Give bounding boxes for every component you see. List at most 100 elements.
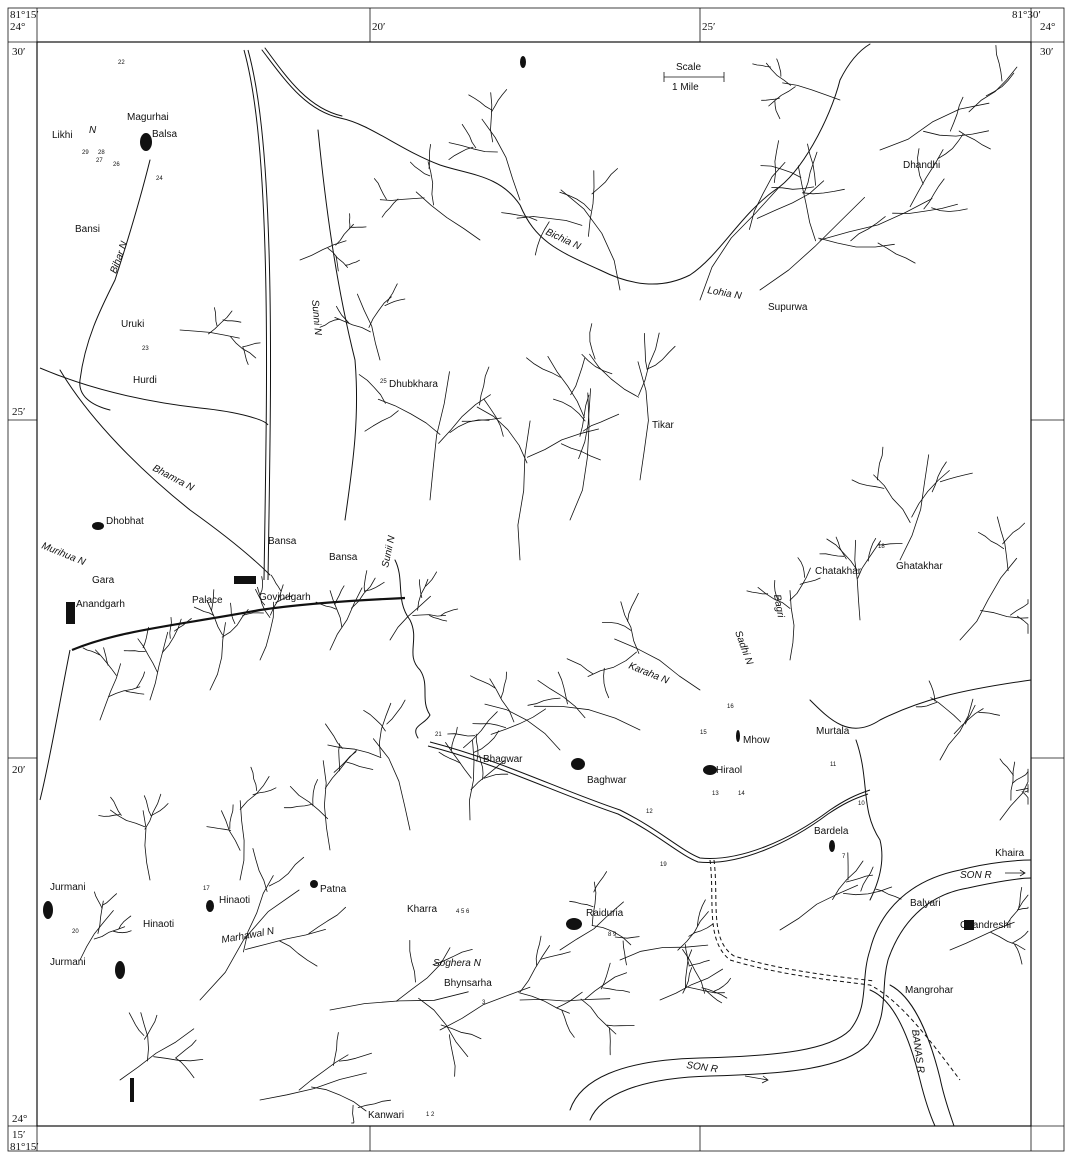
site-number-10: 10 xyxy=(858,801,865,807)
tributary-stream xyxy=(364,581,385,592)
tributary-stream xyxy=(230,336,257,359)
tributary-stream xyxy=(1012,771,1029,784)
site-marker-govindgarh xyxy=(234,576,256,584)
tributary-stream xyxy=(930,697,961,723)
frame-outer-border xyxy=(7,7,1065,1152)
tributary-stream xyxy=(588,170,595,237)
tributary-stream xyxy=(995,45,1003,82)
tributary-stream xyxy=(484,703,561,751)
tributary-stream xyxy=(614,638,701,691)
tributary-stream xyxy=(600,962,611,990)
tributary-stream xyxy=(620,601,640,654)
tributary-stream xyxy=(93,926,126,940)
tributary-stream xyxy=(646,345,676,370)
tributary-stream xyxy=(804,151,818,193)
site-marker-jurmani1 xyxy=(43,901,53,919)
tributary-stream xyxy=(395,947,451,1002)
site-number-23: 23 xyxy=(142,346,149,352)
tributary-stream xyxy=(999,768,1029,821)
tributary-stream xyxy=(697,899,706,926)
corner-tl-min: 30′ xyxy=(12,46,25,58)
tributary-stream xyxy=(386,699,406,725)
tributary-stream xyxy=(470,760,505,791)
tributary-stream xyxy=(222,319,242,323)
tributary-stream xyxy=(142,810,151,881)
place-likhi: Likhi xyxy=(52,130,73,141)
tributary-stream xyxy=(479,755,484,780)
tributary-stream xyxy=(589,353,639,398)
tributary-stream xyxy=(175,1039,197,1059)
place-dhobhat: Dhobhat xyxy=(106,516,144,527)
tributary-stream xyxy=(315,601,337,610)
tributary-stream xyxy=(980,610,1029,619)
tributary-stream xyxy=(427,161,434,206)
tributary-stream xyxy=(473,730,500,753)
tributary-stream xyxy=(553,398,586,422)
tributary-stream xyxy=(242,342,261,348)
tributary-stream xyxy=(470,675,496,689)
tributary-stream xyxy=(759,197,865,291)
tributary-stream xyxy=(832,860,864,900)
tributary-stream xyxy=(418,997,469,1057)
site-number-19: 19 xyxy=(660,862,667,868)
tributary-stream xyxy=(915,702,938,708)
tributary-stream xyxy=(854,539,861,621)
tributary-stream xyxy=(144,793,162,830)
tributary-stream xyxy=(561,1009,575,1038)
tributary-stream xyxy=(259,576,263,595)
tributary-stream xyxy=(386,283,398,303)
tributary-stream xyxy=(627,592,639,622)
site-marker-balsa xyxy=(140,133,152,151)
tributary-stream xyxy=(491,89,508,113)
tributary-stream xyxy=(939,472,973,483)
tributary-stream xyxy=(818,237,895,248)
tributary-stream xyxy=(519,945,550,993)
tributary-stream xyxy=(1018,887,1023,909)
place-hiraol: Hiraol xyxy=(716,765,742,776)
tributary-stream xyxy=(334,585,345,606)
tributary-stream xyxy=(799,577,821,585)
river-label-lohia-n: Lohia N xyxy=(706,285,743,302)
site-number-1-2: 1 2 xyxy=(426,1112,435,1118)
tributary-stream xyxy=(606,1024,635,1027)
tributary-stream xyxy=(312,779,318,807)
tributary-stream xyxy=(103,647,109,666)
tributary-stream xyxy=(461,417,502,422)
tributary-stream xyxy=(346,761,374,770)
place-anandgarh: Anandgarh xyxy=(76,599,125,610)
tributary-stream xyxy=(965,704,976,725)
tributary-stream xyxy=(364,410,399,432)
tributary-stream xyxy=(419,579,423,598)
tributary-stream xyxy=(438,394,491,444)
tributary-stream xyxy=(519,998,611,1002)
tributary-stream xyxy=(311,1086,367,1112)
tributary-stream xyxy=(1016,906,1029,911)
tributary-stream xyxy=(363,710,386,732)
corner-bl-min: 15′ xyxy=(12,1129,25,1141)
tributary-stream xyxy=(425,571,437,587)
place-dhubkhara: Dhubkhara xyxy=(389,379,438,390)
tributary-stream xyxy=(860,866,874,892)
site-number-15: 15 xyxy=(700,730,707,736)
place-uruki: Uruki xyxy=(121,319,144,330)
tributary-stream xyxy=(911,470,950,518)
tributary-stream xyxy=(873,474,911,523)
tributary-stream xyxy=(779,884,858,931)
tributary-stream xyxy=(1011,930,1029,944)
tributary-stream xyxy=(959,557,1018,641)
tributary-stream xyxy=(766,62,791,86)
tributary-stream xyxy=(582,413,620,432)
tributary-stream xyxy=(609,1027,611,1056)
corner-tl-long: 81°15′ xyxy=(10,9,39,21)
tributary-stream xyxy=(892,203,958,214)
tributary-stream xyxy=(479,366,490,406)
tributary-stream xyxy=(175,1057,195,1079)
tributary-stream xyxy=(490,708,546,735)
tributary-stream xyxy=(299,240,347,261)
tributary-stream xyxy=(826,538,858,571)
place-jurmani-1: Jurmani xyxy=(50,882,86,893)
place-labels: Magurhai Balsa Likhi Bansi Uruki Hurdi D… xyxy=(50,112,1024,1121)
tributary-stream xyxy=(923,178,945,210)
left-tick-20-label: 20′ xyxy=(12,764,25,776)
tributary-stream xyxy=(846,874,874,883)
